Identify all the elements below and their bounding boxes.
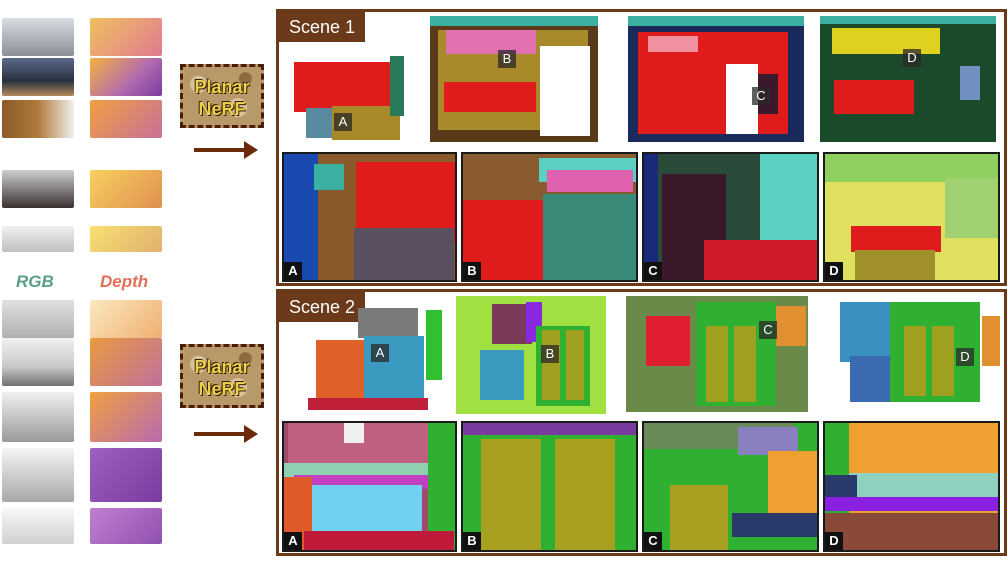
scene2-crop-d: D <box>823 421 1000 552</box>
scene2-crop-b: B <box>461 421 638 552</box>
scene1-crop-tag-a: A <box>284 262 302 280</box>
scene1-crop-b: B <box>461 152 638 282</box>
scene1-marker-d: D <box>903 49 921 67</box>
scene2-crop-tag-d: D <box>825 532 843 550</box>
scene2-marker-a: A <box>371 344 389 362</box>
depth-thumb <box>90 338 162 386</box>
planar-nerf-badge: Planar NeRF <box>180 64 264 128</box>
scene1-crop-d: D <box>823 152 1000 282</box>
scene2-crop-a: A <box>282 421 457 552</box>
depth-thumb <box>90 170 162 208</box>
scene1-crop-tag-c: C <box>644 262 662 280</box>
badge-line2: NeRF <box>198 379 246 399</box>
scene1-crop-a: A <box>282 152 457 282</box>
scene1-crop-tag-b: B <box>463 262 481 280</box>
scene2-marker-d: D <box>956 348 974 366</box>
scene2-panel <box>276 289 1007 556</box>
scene1-panel <box>276 9 1007 286</box>
arrow-scene1 <box>194 141 258 159</box>
scene2-crop-tag-a: A <box>284 532 302 550</box>
rgb-thumb <box>2 338 74 386</box>
rgb-thumb <box>2 448 74 502</box>
depth-label: Depth <box>100 272 149 291</box>
rgb-thumb <box>2 170 74 208</box>
scene1-marker-a: A <box>334 113 352 131</box>
scene2-crop-tag-c: C <box>644 532 662 550</box>
scene2-render-a <box>298 300 442 412</box>
depth-thumb <box>90 18 162 56</box>
scene2-marker-c: C <box>759 321 777 339</box>
scene2-title: Scene 2 <box>279 292 366 322</box>
depth-thumb <box>90 58 162 96</box>
scene1-marker-c: C <box>752 87 770 105</box>
scene1-crop-c: C <box>642 152 819 282</box>
planar-nerf-badge: Planar NeRF <box>180 344 264 408</box>
scene1-marker-b: B <box>498 50 516 68</box>
scene1-title: Scene 1 <box>279 12 366 42</box>
scene2-render-d <box>820 296 1002 412</box>
scene1-crop-tag-d: D <box>825 262 843 280</box>
depth-thumb <box>90 508 162 544</box>
scene1-render-d <box>820 16 996 142</box>
rgb-thumb <box>2 300 74 338</box>
badge-line2: NeRF <box>198 99 246 119</box>
arrow-scene2 <box>194 425 258 443</box>
scene1-render-b <box>430 16 598 142</box>
scene2-render-c <box>626 296 808 412</box>
rgb-thumb <box>2 100 74 138</box>
badge-line1: Planar <box>194 357 250 377</box>
scene2-crop-tag-b: B <box>463 532 481 550</box>
rgb-thumb <box>2 18 74 56</box>
depth-thumb <box>90 392 162 442</box>
rgb-label: RGB <box>16 272 54 291</box>
depth-thumb <box>90 448 162 502</box>
scene1-render-a <box>292 52 412 144</box>
depth-thumb <box>90 300 162 338</box>
rgb-thumb <box>2 508 74 544</box>
rgb-thumb <box>2 392 74 442</box>
scene2-crop-c: C <box>642 421 819 552</box>
depth-thumb <box>90 100 162 138</box>
rgb-thumb <box>2 58 74 96</box>
scene2-marker-b: B <box>541 345 559 363</box>
scene1-render-c <box>628 16 804 142</box>
scene2-render-b <box>456 296 606 414</box>
badge-line1: Planar <box>194 77 250 97</box>
rgb-thumb <box>2 226 74 252</box>
depth-thumb <box>90 226 162 252</box>
